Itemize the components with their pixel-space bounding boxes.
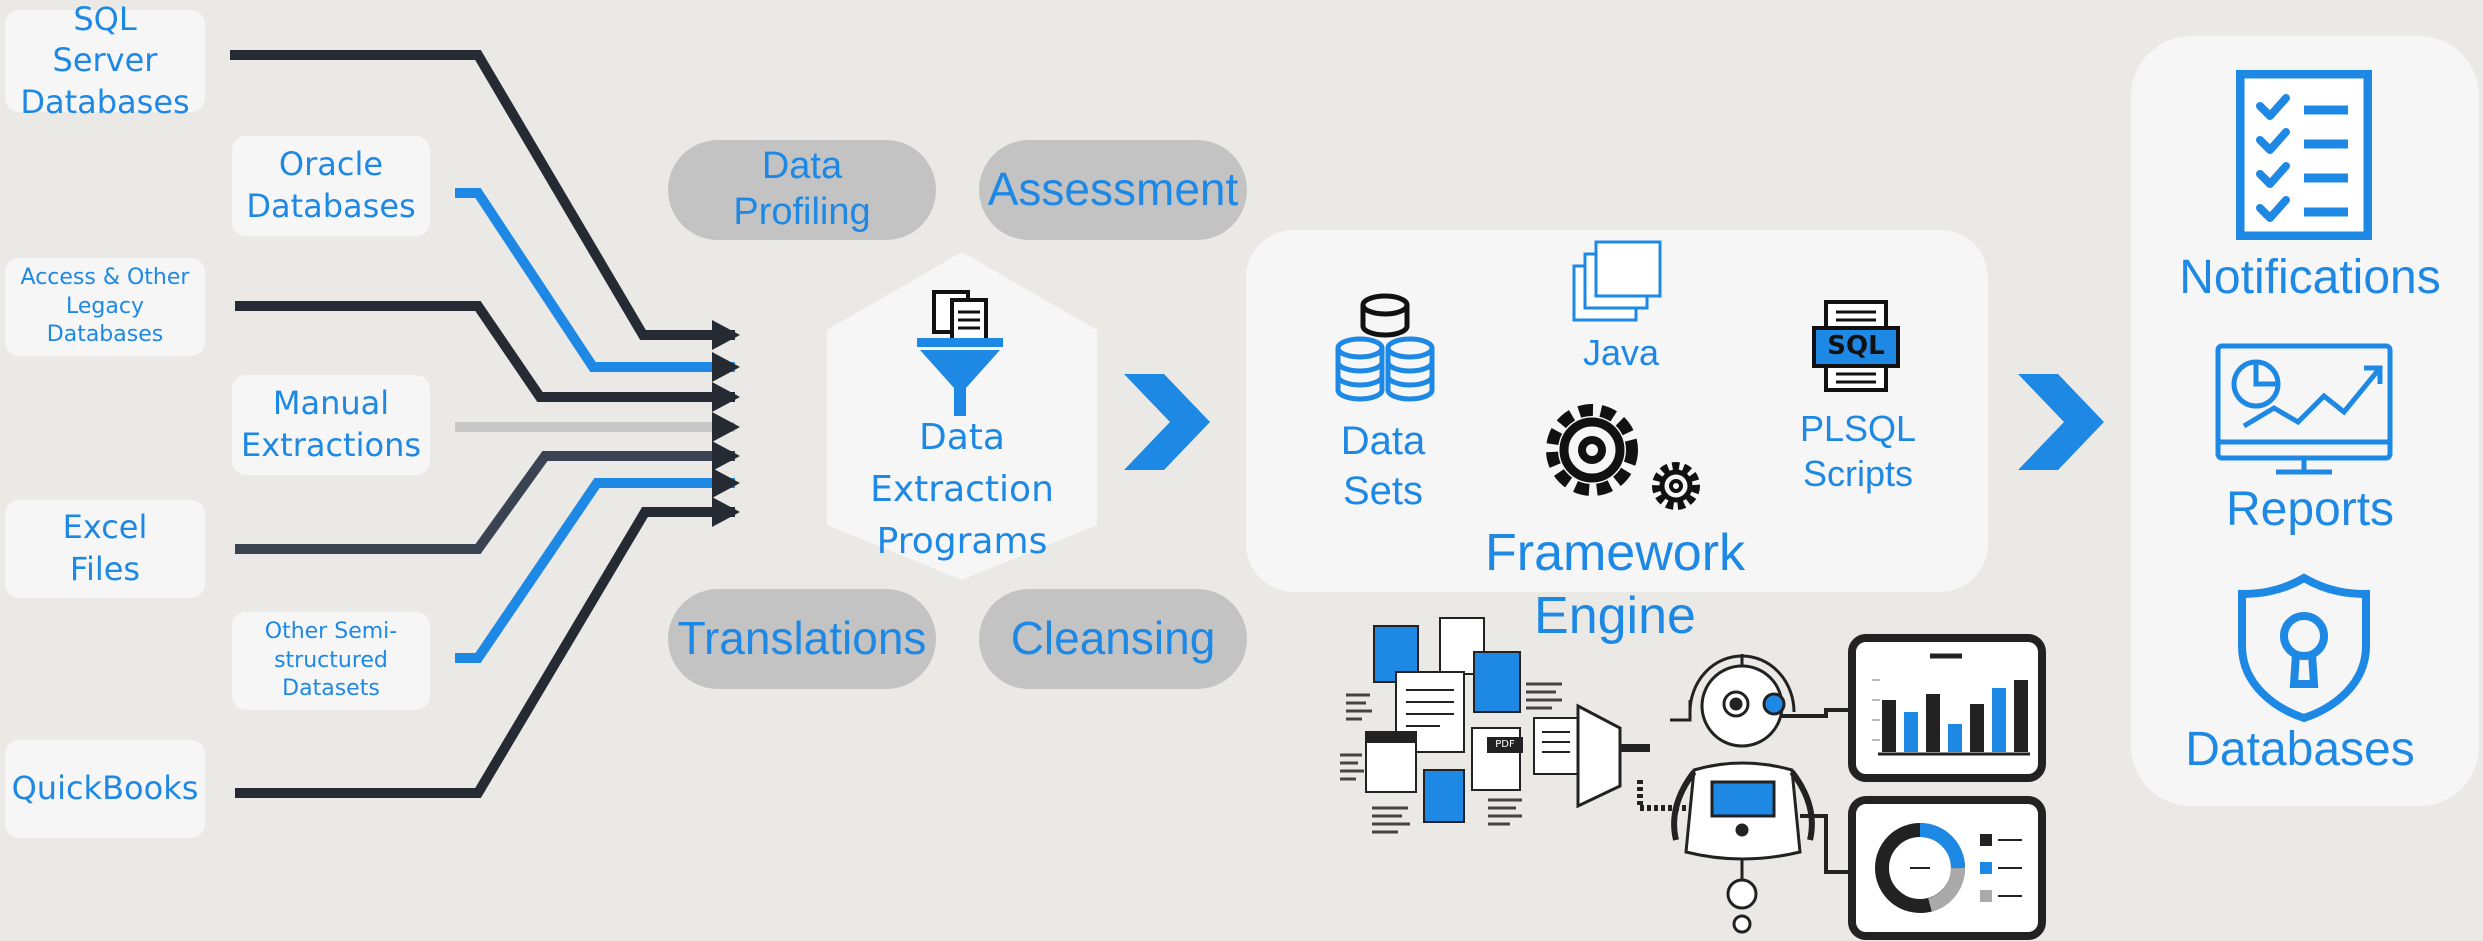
- connector-access: [235, 301, 735, 402]
- scattered-documents: [1340, 617, 1579, 834]
- reports-label: Reports: [2225, 483, 2395, 536]
- source-manual-extractions: Manual Extractions: [232, 375, 430, 475]
- step-assessment: Assessment: [979, 140, 1247, 240]
- plsql-scripts-label: PLSQL Scripts: [1799, 408, 1917, 494]
- notifications-label: Notifications: [2179, 251, 2441, 304]
- connector-oracle: [455, 188, 735, 372]
- source-access-legacy: Access & Other Legacy Databases: [5, 258, 205, 356]
- source-semi-structured: Other Semi- structured Datasets: [232, 612, 430, 710]
- step-cleansing: Cleansing: [979, 589, 1247, 689]
- java-label: Java: [1582, 332, 1660, 373]
- sql-icon-text: SQL: [1827, 331, 1885, 361]
- gear-icon: [1546, 404, 1700, 510]
- arrowheads: [712, 320, 740, 527]
- source-oracle: Oracle Databases: [232, 136, 430, 236]
- databases-label: Databases: [2185, 723, 2415, 776]
- connector-semi: [455, 478, 735, 663]
- connector-quickbooks: [235, 507, 735, 798]
- data-sets-label: Data Sets: [1340, 419, 1426, 513]
- reports-monitor-icon: [2215, 343, 2393, 475]
- pdf-badge: PDF: [1495, 739, 1515, 750]
- chevron-right-icon: [1124, 374, 1210, 470]
- dashboard-donut-chart: [1848, 796, 2046, 940]
- funnel-icon: [917, 290, 1003, 416]
- chevron-right-icon: [2018, 374, 2104, 470]
- sql-script-icon: [1812, 300, 1900, 392]
- step-data-profiling: Data Profiling: [668, 140, 936, 240]
- java-windows-icon: [1572, 240, 1662, 322]
- database-stack-icon: [1335, 293, 1435, 402]
- robot: [1576, 654, 1852, 934]
- connector-excel: [235, 451, 735, 554]
- step-translations: Translations: [668, 589, 936, 689]
- checklist-icon: [2236, 70, 2372, 240]
- framework-engine-title: Framework Engine: [1484, 524, 1746, 646]
- source-excel: Excel Files: [5, 500, 205, 598]
- connector-sql-server: [230, 50, 735, 340]
- shield-lock-icon: [2238, 573, 2370, 723]
- source-quickbooks: QuickBooks: [5, 740, 205, 838]
- dashboard-bar-chart: [1848, 634, 2046, 782]
- extraction-programs-label: Data Extraction Programs: [870, 417, 1054, 563]
